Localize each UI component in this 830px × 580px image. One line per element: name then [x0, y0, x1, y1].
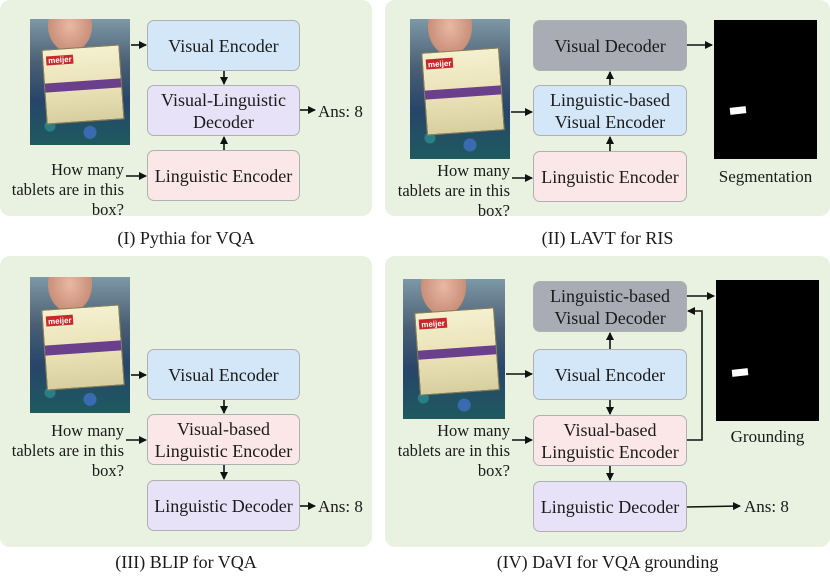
answer-text: Ans: 8	[318, 102, 363, 121]
input-image-lavt: meijer	[410, 19, 510, 159]
linguistic-decoder-box: Linguistic Decoder	[147, 480, 300, 531]
lb-visual-encoder-box: Linguistic-based Visual Encoder	[533, 85, 687, 136]
arrow-decoder-to-answer	[686, 502, 741, 511]
question-text: How many tablets are in this box?	[397, 161, 510, 220]
question-text: How many tablets are in this box?	[397, 421, 510, 480]
linguistic-encoder-box: Linguistic Encoder	[147, 150, 300, 201]
visual-decoder-box: Visual Decoder	[533, 20, 687, 71]
question-text: How many tablets are in this box?	[11, 421, 124, 480]
input-image-pythia: meijer	[30, 19, 130, 145]
caption-pythia: (I) Pythia for VQA	[117, 228, 255, 248]
question-text: How many tablets are in this box?	[11, 160, 124, 219]
caption-blip: (III) BLIP for VQA	[115, 552, 257, 572]
grounding-label: Grounding	[730, 427, 805, 446]
input-image-blip: meijer	[30, 277, 130, 413]
input-image-davi: meijer	[403, 279, 505, 419]
segmentation-output	[714, 20, 817, 159]
caption-lavt: (II) LAVT for RIS	[541, 228, 674, 248]
vl-decoder-box: Visual-Linguistic Decoder	[147, 85, 300, 136]
arrow-encoder-to-lb-visual-decoder	[687, 307, 703, 441]
grounding-output	[716, 280, 819, 421]
vb-linguistic-encoder-box: Visual-based Linguistic Encoder	[533, 415, 687, 466]
linguistic-encoder-box: Linguistic Encoder	[533, 151, 687, 202]
visual-encoder-box: Visual Encoder	[147, 349, 300, 400]
segmentation-label: Segmentation	[718, 167, 813, 186]
answer-text: Ans: 8	[744, 497, 789, 516]
visual-encoder-box: Visual Encoder	[147, 20, 300, 71]
linguistic-decoder-box: Linguistic Decoder	[533, 481, 687, 532]
lb-visual-decoder-box: Linguistic-based Visual Decoder	[533, 281, 687, 332]
caption-davi: (IV) DaVI for VQA grounding	[496, 552, 719, 572]
answer-text: Ans: 8	[318, 497, 363, 516]
vb-linguistic-encoder-box: Visual-based Linguistic Encoder	[147, 414, 300, 465]
visual-encoder-box: Visual Encoder	[533, 349, 687, 400]
